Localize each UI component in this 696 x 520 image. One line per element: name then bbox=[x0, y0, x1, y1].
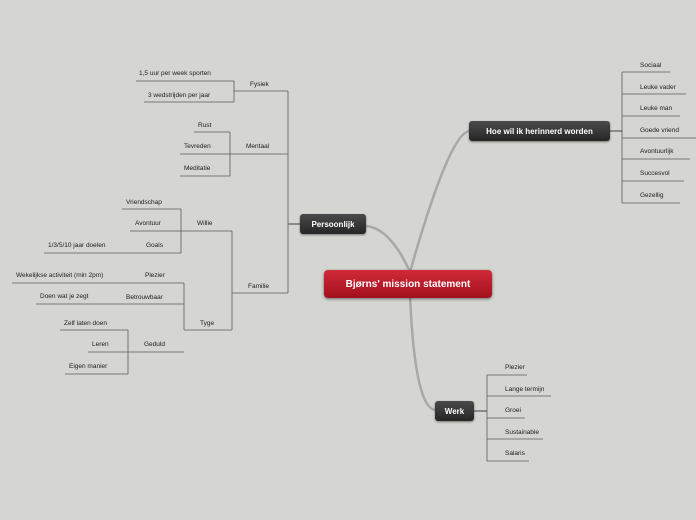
mentaal-item-label[interactable]: Meditatie bbox=[184, 165, 211, 172]
werk-item-label[interactable]: Lange termijn bbox=[505, 386, 545, 393]
betrouwbaar-label[interactable]: Betrouwbaar bbox=[126, 294, 163, 301]
herinnerd-item-label[interactable]: Leuke vader bbox=[640, 84, 676, 91]
goals-label[interactable]: Goals bbox=[146, 242, 163, 249]
geduld-item-label[interactable]: Eigen manier bbox=[69, 363, 108, 370]
connector-root-werk bbox=[408, 295, 437, 412]
werk-item-label[interactable]: Sustainable bbox=[505, 429, 539, 436]
herinnerd-item-label[interactable]: Leuke man bbox=[640, 105, 673, 112]
mentaal-item-label[interactable]: Rust bbox=[198, 122, 212, 129]
werk-item-label[interactable]: Plezier bbox=[505, 364, 525, 371]
goals-item-label[interactable]: 1/3/5/10 jaar doelen bbox=[48, 242, 106, 249]
fysiek-item-label[interactable]: 1,5 uur per week sporten bbox=[139, 70, 211, 77]
herinnerd-node[interactable]: Hoe wil ik herinnerd worden bbox=[469, 121, 610, 141]
connectors bbox=[365, 129, 471, 412]
tree-lines bbox=[12, 71, 696, 462]
mentaal-item-label[interactable]: Tevreden bbox=[184, 143, 211, 150]
tyge-label[interactable]: Tyge bbox=[200, 320, 215, 327]
geduld-item-label[interactable]: Zelf laten doen bbox=[64, 320, 108, 327]
geduld-label[interactable]: Geduld bbox=[144, 341, 165, 348]
familie-label[interactable]: Familie bbox=[248, 283, 269, 290]
werk-node[interactable]: Werk bbox=[435, 401, 474, 421]
plezier-item-label[interactable]: Wekelijkse activiteit (min 2pm) bbox=[16, 272, 104, 279]
willie-label[interactable]: Willie bbox=[197, 220, 213, 227]
geduld-item-label[interactable]: Leren bbox=[92, 341, 109, 348]
werk-item-label[interactable]: Groei bbox=[505, 407, 521, 414]
connector-root-herinnerd bbox=[408, 129, 471, 273]
herinnerd-item-label[interactable]: Avontuurlijk bbox=[640, 148, 674, 155]
mentaal-label[interactable]: Mentaal bbox=[246, 143, 270, 150]
connector-root-persoonlijk bbox=[365, 224, 412, 273]
herinnerd-item-label[interactable]: Gezellig bbox=[640, 192, 664, 199]
fysiek-item-label[interactable]: 3 wedstrijden per jaar bbox=[148, 92, 211, 99]
root-node[interactable]: Bjørns' mission statement bbox=[324, 270, 492, 298]
plezier-label[interactable]: Plezier bbox=[145, 272, 165, 279]
herinnerd-item-label[interactable]: Goede vriend bbox=[640, 127, 680, 134]
fysiek-label[interactable]: Fysiek bbox=[250, 81, 269, 88]
betrouwbaar-item-label[interactable]: Doen wat je zegt bbox=[40, 293, 89, 300]
willie-item-label[interactable]: Vriendschap bbox=[126, 199, 162, 206]
werk-item-label[interactable]: Salaris bbox=[505, 450, 525, 457]
herinnerd-item-label[interactable]: Sociaal bbox=[640, 62, 662, 69]
herinnerd-item-label[interactable]: Succesvol bbox=[640, 170, 670, 177]
persoonlijk-node[interactable]: Persoonlijk bbox=[300, 214, 366, 234]
willie-item-label[interactable]: Avontuur bbox=[135, 220, 161, 227]
